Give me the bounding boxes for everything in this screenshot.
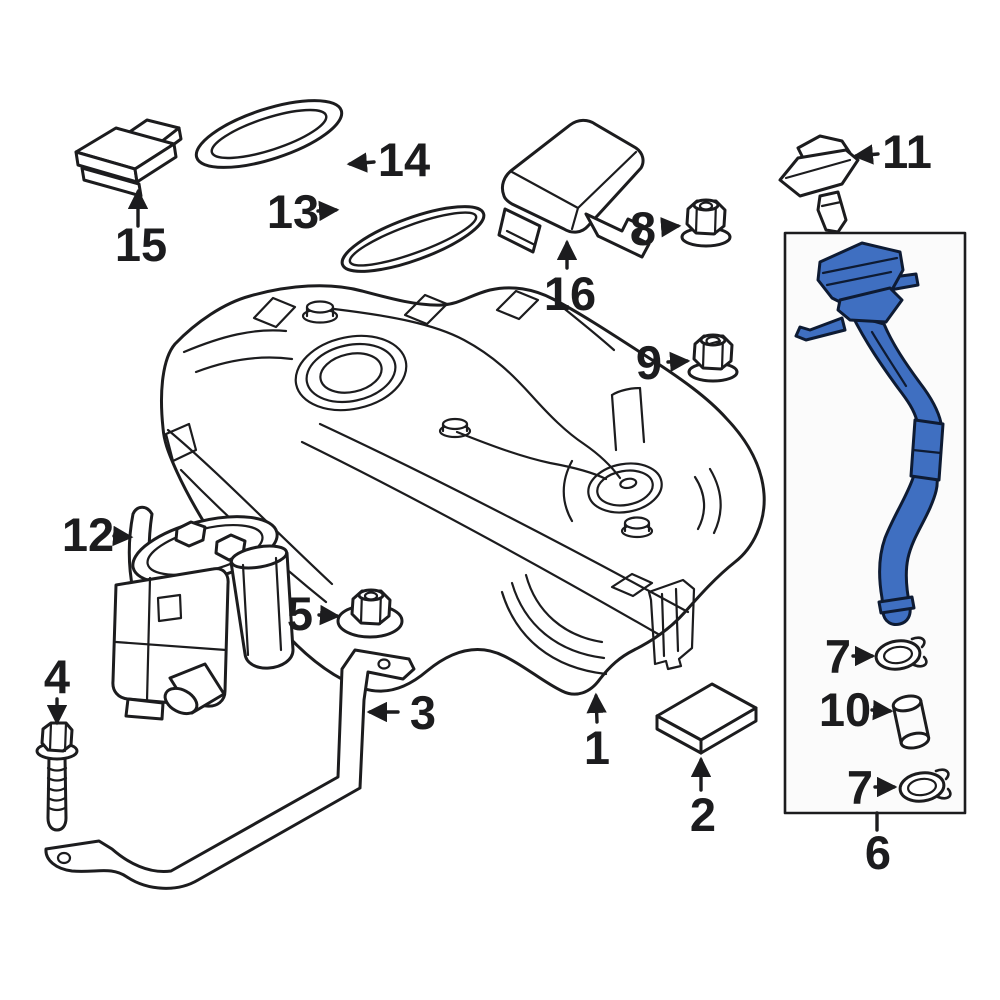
pump-control-module-drawing	[497, 118, 651, 259]
sender-disc	[587, 462, 663, 514]
diagram-artwork	[35, 99, 967, 890]
callout-1: 1	[584, 721, 610, 774]
callout-8: 8	[630, 202, 656, 255]
flange-nut-5-drawing	[336, 588, 404, 639]
arrow-12	[112, 525, 134, 547]
callout-arrows	[46, 144, 898, 832]
arrow-1	[586, 692, 607, 724]
vapor-canister-module-drawing	[74, 118, 183, 198]
arrow-5	[317, 604, 341, 626]
fuel-line-1	[332, 307, 622, 480]
tank-port-b	[438, 417, 472, 439]
arrow-11	[852, 144, 880, 165]
callout-3: 3	[410, 686, 436, 739]
tank-port-a	[301, 300, 339, 324]
filler-pipe-branch-tube	[794, 316, 847, 342]
filler-pipe-main	[850, 313, 943, 626]
fuel-tank-strap-drawing	[44, 648, 416, 890]
callout-16: 16	[544, 267, 596, 320]
arrow-8	[660, 217, 682, 238]
callout-14: 14	[378, 133, 430, 186]
filler-pipe-sleeve	[909, 418, 945, 482]
hose-clamp-upper-drawing	[874, 636, 928, 671]
gasket-13-drawing	[340, 205, 486, 273]
callout-5: 5	[287, 587, 313, 640]
callout-15: 15	[115, 218, 167, 271]
gasket-14-drawing	[194, 99, 344, 169]
filler-pipe-neck	[836, 286, 904, 324]
arrow-14	[346, 152, 376, 173]
tank-bracket-channel	[647, 578, 696, 671]
callout-11: 11	[882, 125, 932, 178]
callout-12: 12	[62, 508, 114, 561]
pump-ring-mid	[305, 342, 397, 404]
strap-bolt-drawing	[35, 721, 79, 832]
callout-7-upper: 7	[825, 630, 851, 683]
fuel-pump-module-drawing	[111, 505, 295, 721]
tank-port-c	[620, 516, 654, 539]
tank-patch	[252, 296, 297, 329]
tank-side-slot	[164, 422, 198, 463]
tank-patch	[610, 572, 654, 598]
pump-ring-hole	[319, 352, 383, 394]
callout-labels: 1 2 3 4 5 6 7 7 8 9 10 11 12 13 14 15 16	[44, 125, 932, 879]
tank-patch	[403, 293, 449, 326]
fuel-tank-drawing	[160, 284, 766, 696]
arrow-13	[316, 200, 340, 222]
tank-shield-pad-drawing	[655, 682, 758, 755]
callout-13: 13	[267, 185, 319, 238]
callout-6: 6	[865, 826, 891, 879]
flange-nut-8-drawing	[680, 198, 732, 248]
callout-7-lower: 7	[847, 761, 873, 814]
callout-4: 4	[44, 650, 70, 703]
filler-hose-drawing	[891, 694, 931, 750]
flange-nut-9-drawing	[687, 333, 739, 383]
callout-2: 2	[690, 788, 716, 841]
pump-ring-outer	[294, 334, 408, 412]
filler-pipe-end-collar	[877, 595, 916, 615]
hose-clamp-lower-drawing	[898, 768, 952, 803]
arrow-10	[870, 699, 894, 721]
fuel-tank-details	[164, 289, 722, 676]
callout-9: 9	[636, 336, 662, 389]
tank-patch	[495, 289, 540, 321]
fuel-filler-cap-drawing	[778, 134, 860, 234]
fuel-filler-pipe-highlighted	[794, 241, 945, 626]
arrow-9	[666, 351, 691, 373]
fuel-line-2	[455, 430, 608, 481]
callout-10: 10	[819, 683, 871, 736]
